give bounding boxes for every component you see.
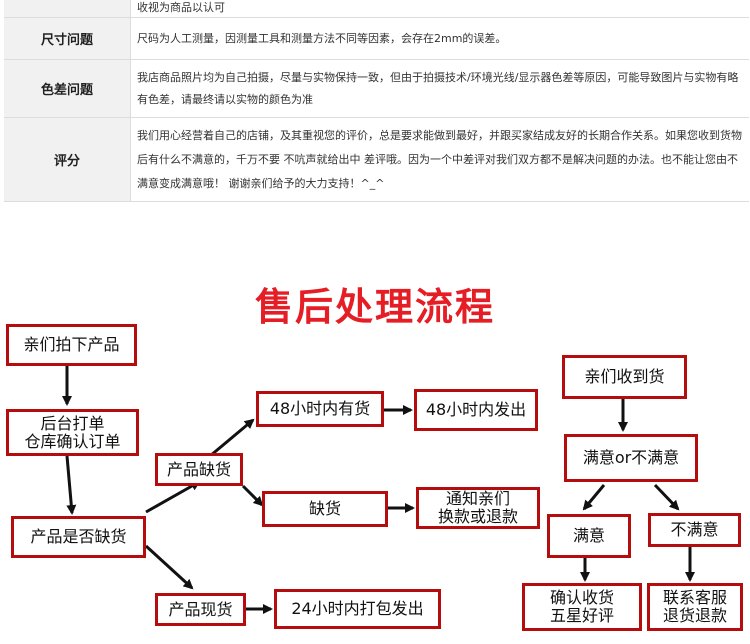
node-notify: 通知亲们 换款或退款	[416, 487, 540, 529]
node-restock-48h: 48小时内有货	[256, 391, 384, 427]
node-out-of-stock: 产品缺货	[155, 453, 243, 486]
node-in-stock: 产品现货	[155, 593, 246, 626]
node-text: 缺货	[308, 499, 341, 518]
node-text: 48小时内发出	[425, 400, 527, 419]
node-text: 产品现货	[168, 599, 233, 619]
faq-row-text: 尺码为人工测量，因测量工具和测量方法不同等因素，会存在2mm的误差。	[130, 17, 749, 60]
node-text-line: 仓库确认订单	[24, 431, 121, 451]
faq-row-label: 色差问题	[4, 59, 131, 118]
faq-row: 收视为商品以认可	[4, 0, 749, 18]
node-ship-48h: 48小时内发出	[414, 389, 538, 431]
arrow-check-to-instock	[144, 544, 194, 590]
node-received: 亲们收到货	[562, 355, 687, 399]
node-unsatisfied: 不满意	[648, 513, 741, 547]
faq-table: 收视为商品以认可 尺寸问题 尺码为人工测量，因测量工具和测量方法不同等因素，会存…	[4, 0, 749, 202]
faq-row-text: 我店商品照片均为自己拍摄，尽量与实物保持一致，但由于拍摄技术/环境光线/显示器色…	[130, 59, 749, 118]
node-text: 不满意	[670, 520, 719, 539]
faq-row: 评分 我们用心经营着自己的店铺，及其重视您的评价，总是要求能做到最好，并跟买家结…	[4, 117, 749, 202]
arrow-check-to-outofstock	[145, 480, 201, 514]
faq-row: 尺寸问题 尺码为人工测量，因测量工具和测量方法不同等因素，会存在2mm的误差。	[4, 17, 749, 60]
node-text-line: 退货退款	[662, 606, 727, 625]
node-satisfied: 满意	[547, 514, 631, 558]
node-no-stock: 缺货	[262, 491, 388, 527]
faq-row-text: 我们用心经营着自己的店铺，及其重视您的评价，总是要求能做到最好，并跟买家结成友好…	[130, 117, 749, 202]
flow-title: 售后处理流程	[254, 285, 495, 329]
node-text: 亲们拍下产品	[23, 335, 120, 354]
faq-row-label: 评分	[4, 117, 131, 202]
node-text: 产品是否缺货	[30, 527, 127, 546]
arrow-backend-to-check	[65, 455, 77, 515]
node-backend-order: 后台打单 仓库确认订单	[6, 409, 139, 456]
node-text-line: 通知亲们	[445, 489, 510, 508]
node-satisfied-or-not: 满意or不满意	[564, 434, 698, 482]
node-text-line: 后台打单	[40, 413, 105, 433]
node-text-line: 五星好评	[549, 606, 614, 625]
node-bought: 亲们拍下产品	[6, 324, 137, 366]
node-text: 24小时内打包发出	[291, 599, 424, 618]
node-contact-service: 联系客服 退货退款	[647, 583, 743, 631]
faq-row: 色差问题 我店商品照片均为自己拍摄，尽量与实物保持一致，但由于拍摄技术/环境光线…	[4, 59, 749, 118]
arrow-decision-to-unsatisfied	[653, 483, 680, 511]
faq-row-label	[4, 0, 131, 18]
faq-row-text: 收视为商品以认可	[130, 0, 749, 18]
node-confirm-review: 确认收货 五星好评	[522, 583, 642, 631]
arrow-decision-to-satisfied	[582, 484, 606, 511]
node-text: 产品缺货	[166, 459, 231, 479]
node-text: 48小时内有货	[269, 399, 371, 418]
faq-row-label: 尺寸问题	[4, 17, 131, 60]
node-text-line: 联系客服	[662, 588, 727, 607]
node-text-line: 确认收货	[549, 588, 614, 607]
node-text: 满意	[572, 526, 605, 545]
node-check-stock: 产品是否缺货	[11, 516, 146, 558]
node-text: 满意or不满意	[582, 448, 680, 467]
node-text: 亲们收到货	[584, 367, 665, 386]
node-ship-24h: 24小时内打包发出	[274, 589, 441, 629]
node-text-line: 换款或退款	[437, 507, 518, 526]
arrow-outofstock-to-restock	[209, 418, 255, 458]
arrow-outofstock-to-nostock	[241, 484, 264, 507]
